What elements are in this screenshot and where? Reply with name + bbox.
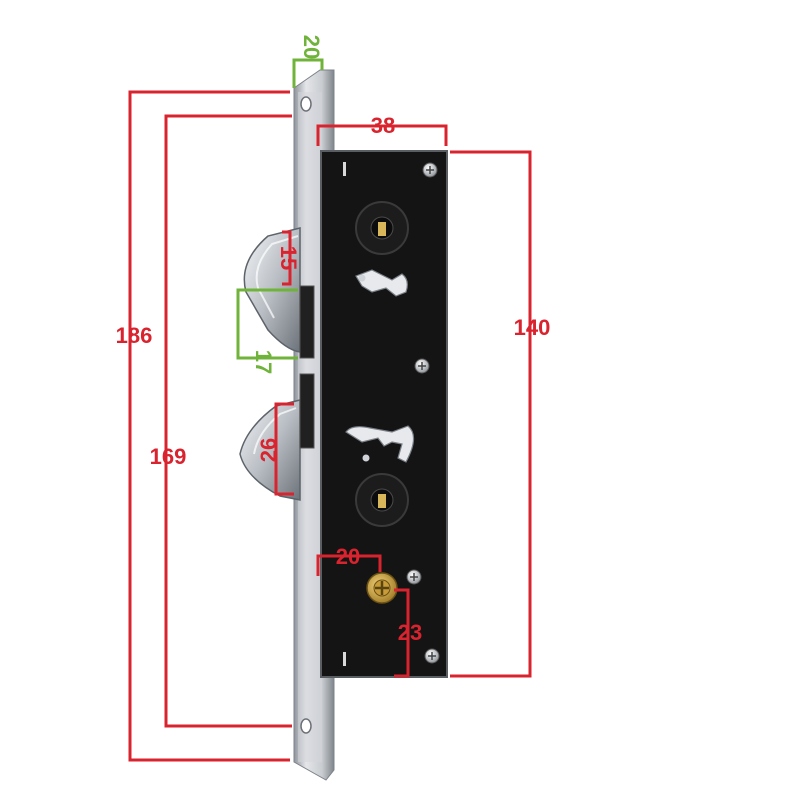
screw-middle (414, 358, 430, 374)
label-faceplate-thickness: 20 (299, 35, 324, 59)
screw-top (422, 162, 438, 178)
dim-body-width (316, 124, 448, 146)
label-hole-spacing: 169 (150, 444, 187, 469)
label-body-height: 140 (514, 315, 551, 340)
dim-faceplate-length (128, 90, 290, 762)
label-backset: 20 (336, 544, 360, 569)
dim-cylinder-offset (394, 588, 410, 678)
dim-upper-hook-b (236, 288, 298, 360)
dim-lower-hook (274, 402, 294, 496)
faceplate-hole-top (300, 96, 312, 112)
dim-backset (316, 554, 382, 576)
slot-mark-top (343, 162, 346, 176)
upper-latch-mechanism (355, 269, 408, 297)
lock-illustration (239, 69, 448, 781)
lower-hook-bolt (239, 373, 315, 501)
cylinder-cam (366, 572, 398, 604)
dim-faceplate-thickness (292, 58, 324, 88)
label-upper-hook-b: 17 (251, 350, 276, 374)
screw-bottom (424, 648, 440, 664)
label-lower-hook: 26 (256, 438, 281, 462)
dimension-lines (128, 58, 532, 762)
faceplate-hole-bottom (300, 718, 312, 734)
label-cylinder-offset: 23 (398, 620, 422, 645)
label-body-width: 38 (371, 113, 395, 138)
label-upper-hook-a: 15 (276, 246, 301, 270)
label-faceplate-length: 186 (116, 323, 153, 348)
dim-hole-spacing (164, 114, 292, 728)
lower-spindle-hub (355, 473, 409, 527)
slot-mark-bottom (343, 652, 346, 666)
upper-spindle-hub (355, 201, 409, 255)
lower-latch-mechanism (345, 425, 415, 463)
dimension-labels: 20 186 169 38 140 15 17 26 20 23 (116, 35, 551, 645)
lock-body (320, 150, 448, 678)
dim-body-height (450, 150, 532, 678)
screw-cylinder (406, 569, 422, 585)
dim-upper-hook-a (282, 230, 292, 286)
